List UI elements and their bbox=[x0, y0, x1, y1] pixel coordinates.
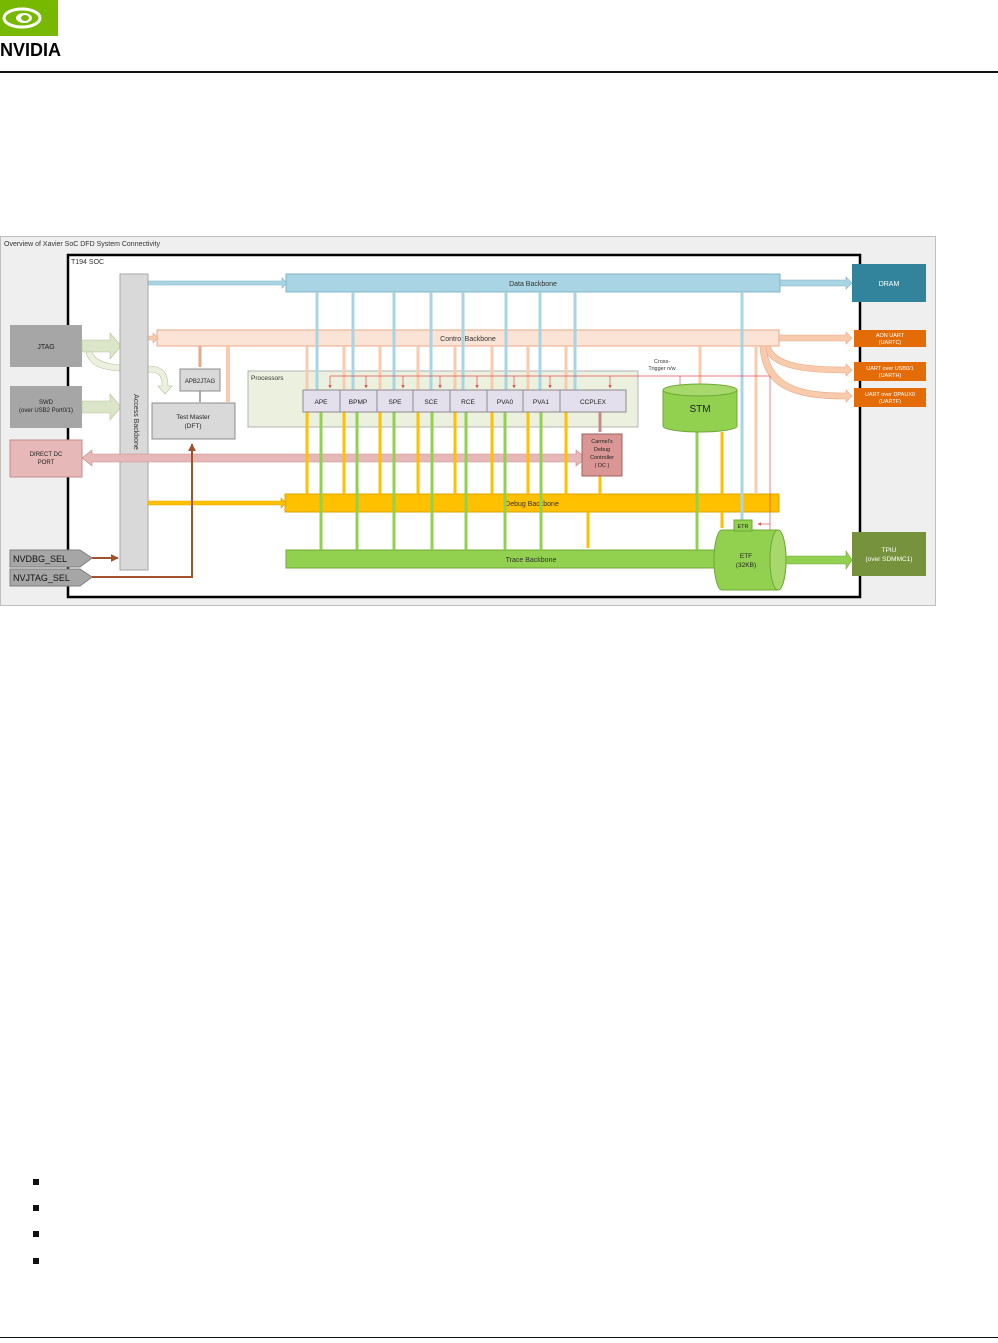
processor-ccplex: CCPLEX bbox=[580, 399, 607, 406]
header-divider bbox=[0, 71, 998, 73]
direct-dc-sub: PORT bbox=[38, 460, 55, 466]
access-backbone bbox=[119, 273, 149, 571]
etf-label: ETF bbox=[740, 553, 752, 560]
processor-bpmp: BPMP bbox=[349, 399, 367, 406]
bullet-marker bbox=[33, 1258, 39, 1264]
aon-uart-block bbox=[854, 330, 926, 347]
uart-usb-sub: (UARTH) bbox=[879, 373, 902, 379]
brand-name: NVIDIA bbox=[0, 40, 61, 60]
access-backbone-label: Access Backbone bbox=[132, 394, 139, 450]
processors-label: Processors bbox=[251, 375, 284, 382]
etf-sub: (32KB) bbox=[736, 562, 756, 569]
bullet-marker bbox=[33, 1231, 39, 1237]
debug-backbone-label: Debug Backbone bbox=[505, 501, 559, 508]
tpiu-block bbox=[852, 532, 926, 576]
processor-ape: APE bbox=[314, 399, 328, 406]
processor-sce: SCE bbox=[424, 399, 438, 406]
trace-backbone-label: Trace Backbone bbox=[506, 557, 557, 564]
aon-uart-label: AON UART bbox=[876, 333, 905, 339]
etr-label: ETR bbox=[738, 524, 749, 530]
tpiu-sub: (over SDMMC1) bbox=[866, 556, 913, 563]
etf-tpiu-arrow bbox=[785, 550, 853, 570]
direct-dc-block bbox=[9, 439, 83, 478]
nvjtag-sel-arrow bbox=[92, 443, 196, 578]
dram-label: DRAM bbox=[879, 281, 900, 288]
control-backbone: Control Backbone bbox=[147, 329, 853, 403]
aon-uart-sub: (UARTC) bbox=[879, 340, 902, 346]
control-backbone-label: Control Backbone bbox=[440, 336, 496, 343]
nvjtag-sel-label: NVJTAG_SEL bbox=[13, 573, 70, 583]
debug-controller-line3: Controller bbox=[590, 455, 614, 461]
dfd-connectivity-diagram: Overview of Xavier SoC DFD System Connec… bbox=[0, 236, 936, 606]
cross-trigger-label: Cross- bbox=[654, 359, 670, 365]
tpiu-label: TPIU bbox=[882, 547, 897, 554]
swd-block bbox=[10, 386, 82, 428]
uart-dp-sub: (UARTF) bbox=[879, 399, 901, 405]
processor-pva1: PVA1 bbox=[533, 399, 550, 406]
etr-block bbox=[733, 519, 753, 532]
nvidia-logo: NVIDIA bbox=[0, 0, 80, 60]
processor-pva0: PVA0 bbox=[497, 399, 514, 406]
uart-dp-block bbox=[854, 388, 926, 407]
cross-trigger-network bbox=[328, 375, 771, 532]
test-master-sub: (DFT) bbox=[185, 423, 202, 430]
apb2jtag-label: APB2JTAG bbox=[185, 379, 216, 385]
bullet-marker bbox=[33, 1205, 39, 1211]
data-backbone: Data Backbone bbox=[147, 273, 853, 293]
soc-label: T194 SOC bbox=[71, 259, 104, 266]
processor-bus-lines bbox=[305, 292, 758, 550]
debug-controller-block bbox=[581, 433, 623, 477]
processor-rce: RCE bbox=[461, 399, 475, 406]
nvdbg-sel-label: NVDBG_SEL bbox=[13, 554, 67, 564]
jtag-block bbox=[10, 325, 82, 367]
uart-usb-label: UART over USB0/1 bbox=[866, 366, 913, 372]
etf-block: ETF (32KB) bbox=[713, 529, 787, 591]
test-master-block bbox=[151, 402, 236, 440]
debug-controller-line2: Debug bbox=[594, 447, 610, 453]
footer-divider bbox=[0, 1337, 998, 1338]
stm-label: STM bbox=[689, 404, 710, 415]
debug-controller-line1: Carmel's bbox=[591, 439, 613, 445]
dram-block bbox=[852, 264, 926, 302]
uart-usb-block bbox=[854, 362, 926, 381]
processor-spe: SPE bbox=[388, 399, 402, 406]
data-backbone-label: Data Backbone bbox=[509, 281, 557, 288]
test-master-label: Test Master bbox=[176, 414, 210, 421]
bullet-marker bbox=[33, 1179, 39, 1185]
diagram-caption: Overview of Xavier SoC DFD System Connec… bbox=[4, 241, 160, 248]
stm-block: STM bbox=[662, 383, 738, 433]
cross-trigger-sub: Trigger n/w bbox=[648, 366, 675, 372]
debug-controller-line4: ( DC ) bbox=[595, 463, 610, 469]
processor-blocks: APE BPMP SPE SCE RCE PVA0 PVA1 CCPLEX bbox=[302, 389, 627, 413]
jtag-label: JTAG bbox=[37, 344, 54, 351]
swd-arrow bbox=[81, 393, 122, 421]
uart-dp-label: UART over DPAUX0 bbox=[865, 392, 915, 398]
direct-dc-label: DIRECT DC bbox=[30, 452, 63, 458]
nvjtag-sel-block bbox=[9, 568, 93, 587]
swd-sub: (over USB2 Port0/1) bbox=[19, 408, 73, 414]
nvdbg-sel-block bbox=[9, 549, 93, 568]
swd-label: SWD bbox=[39, 400, 54, 406]
